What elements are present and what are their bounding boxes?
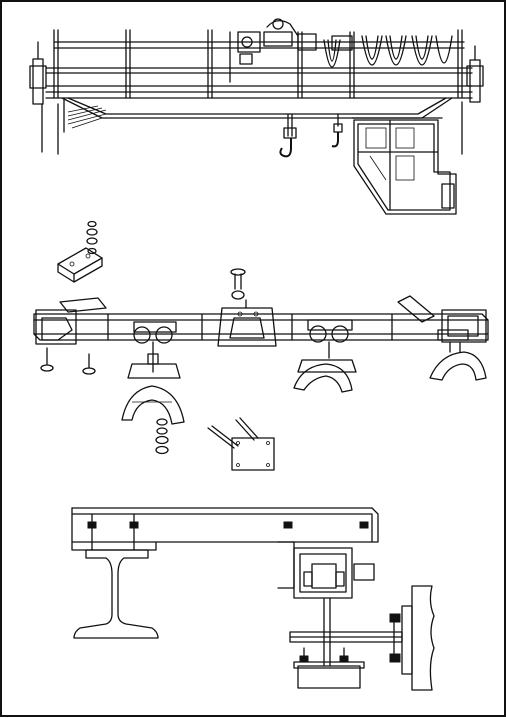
crane-trolley: [229, 18, 355, 99]
conductor-rail-assembly-view: [33, 220, 489, 471]
rail-hanger-bracket: [277, 541, 375, 599]
current-collector-left: [121, 321, 185, 425]
hanger-clamp-center: [217, 299, 277, 347]
wall-column-mount: [389, 585, 435, 691]
crane-left-end-truck: [29, 41, 59, 155]
crane-operator-cab: [351, 117, 457, 215]
bolt-lower-left: [40, 347, 96, 375]
i-beam-rail: [73, 549, 159, 639]
angle-bracket: [57, 247, 103, 283]
crane-right-end-truck: [461, 45, 484, 155]
crane-main-hook: [279, 113, 297, 158]
bolt-top: [230, 268, 246, 300]
support-beam: [71, 507, 379, 551]
fastener-stack-lower: [155, 418, 169, 455]
current-collector-right: [429, 329, 487, 381]
collector-arm: [289, 631, 403, 643]
overhead-crane-view: [29, 18, 484, 215]
crane-auxiliary-hook: [331, 113, 343, 148]
beam-bolts: [87, 513, 369, 551]
mounting-plate: [207, 417, 275, 471]
collector-shoe: [293, 647, 365, 689]
current-collector-center: [293, 319, 357, 393]
rail-mounting-section-view: [71, 507, 435, 691]
crane-festoon-cables: [323, 35, 453, 68]
crane-girder: [45, 29, 473, 133]
fastener-stack-upper: [86, 220, 98, 255]
